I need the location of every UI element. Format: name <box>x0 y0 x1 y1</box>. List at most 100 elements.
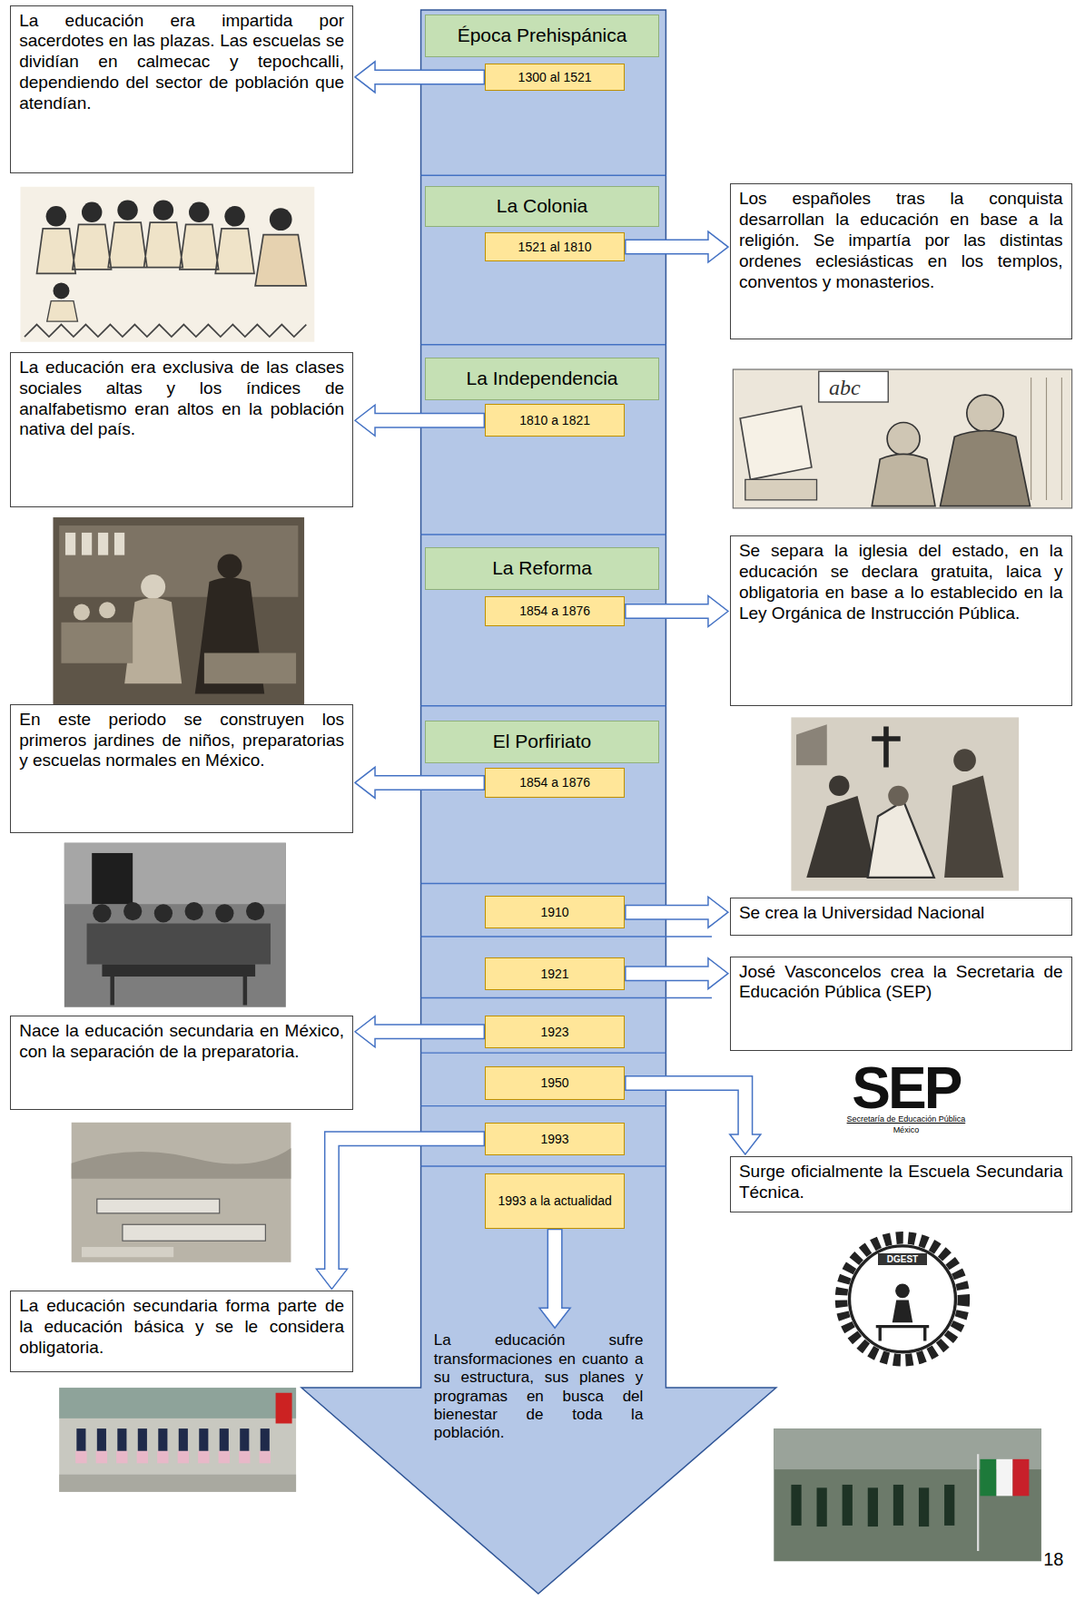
year-label: 1300 al 1521 <box>518 69 592 85</box>
period-title: La Independencia <box>466 367 619 390</box>
arrow-inner <box>626 967 711 981</box>
description-box: Nace la educación secundaria en México, … <box>9 1015 354 1112</box>
arrow-inner <box>548 1230 562 1311</box>
arrow-inner <box>626 906 711 919</box>
year-box: 1300 al 1521 <box>484 63 625 91</box>
year-box: 1993 <box>484 1123 625 1156</box>
year-label: 1910 <box>541 905 570 920</box>
independence-engraving <box>52 517 305 710</box>
description-box: En este periodo se construyen los primer… <box>9 704 354 834</box>
arrow-inner <box>373 776 484 789</box>
colonial-engraving <box>732 369 1072 509</box>
dgest-logo <box>841 1238 965 1362</box>
description-box: José Vasconcelos crea la Secretaria de E… <box>729 956 1073 1053</box>
year-box: 1810 a 1821 <box>484 404 625 437</box>
description-box: La educación era impartida por sacerdote… <box>9 5 354 175</box>
hollow-arrow <box>624 958 729 990</box>
description-text: Nace la educación secundaria en México, … <box>19 1021 345 1062</box>
arrow-inner <box>373 414 484 427</box>
description-box: Surge oficialmente la Escuela Secundaria… <box>729 1156 1073 1214</box>
description-text: La educación secundaria forma parte de l… <box>19 1296 345 1358</box>
description-box: La educación secundaria forma parte de l… <box>9 1291 354 1373</box>
arrow-head <box>708 958 729 990</box>
school-aerial-photo <box>71 1123 292 1263</box>
period-box: La Independencia <box>424 357 661 401</box>
porfiriato-photo <box>64 843 287 1008</box>
hollow-arrow <box>624 231 729 263</box>
description-text: Se crea la Universidad Nacional <box>739 903 985 923</box>
year-label: 1521 al 1810 <box>518 239 592 255</box>
year-label: 1854 a 1876 <box>519 603 591 619</box>
description-text: Se separa la iglesia del estado, en la e… <box>739 541 1064 622</box>
year-box: 1993 a la actualidad <box>484 1173 625 1230</box>
arrow-head <box>315 1269 347 1290</box>
logo-caption: México <box>811 1126 1001 1136</box>
hollow-arrow <box>539 1229 571 1330</box>
hollow-arrow <box>355 61 485 93</box>
arrow-head <box>539 1308 571 1329</box>
arrow-inner <box>331 1139 484 1273</box>
arrow-inner <box>626 605 711 619</box>
arrow-shape <box>301 9 777 1595</box>
arrow-text: La educación sufre transformaciones en c… <box>433 1331 644 1443</box>
hollow-arrow <box>355 404 485 436</box>
description-text: José Vasconcelos crea la Secretaria de E… <box>739 962 1064 1003</box>
hollow-arrow <box>355 1016 485 1048</box>
year-box: 1950 <box>484 1066 625 1101</box>
arrow-head <box>355 767 375 799</box>
codex-illustration <box>19 187 315 343</box>
year-label: 1923 <box>541 1025 570 1040</box>
year-box: 1854 a 1876 <box>484 768 625 799</box>
description-text: La educación era impartida por sacerdote… <box>19 10 345 113</box>
year-box: 1521 al 1810 <box>484 232 625 261</box>
logo-text: SEP <box>821 1064 991 1114</box>
period-title: La Reforma <box>492 557 592 580</box>
year-box: 1854 a 1876 <box>484 596 625 628</box>
year-label: 1993 a la actualidad <box>497 1193 612 1209</box>
period-divider <box>420 175 666 177</box>
period-divider <box>420 705 666 707</box>
period-divider <box>420 997 711 999</box>
arrow-inner <box>373 70 484 84</box>
flag-ceremony-photo <box>773 1429 1042 1562</box>
arrow-head <box>729 1134 761 1155</box>
hollow-arrow <box>624 897 729 928</box>
year-box: 1910 <box>484 896 625 929</box>
description-box: Se crea la Universidad Nacional <box>729 897 1073 937</box>
period-divider <box>420 936 711 937</box>
description-box: Los españoles tras la conquista desarrol… <box>729 183 1073 340</box>
period-box: La Reforma <box>424 547 661 591</box>
period-divider <box>420 344 666 346</box>
year-label: 1921 <box>541 966 570 982</box>
students-photo <box>59 1388 296 1493</box>
period-divider <box>420 1053 666 1055</box>
arrow-inner <box>626 240 711 254</box>
period-divider <box>420 1105 666 1107</box>
arrow-head <box>355 404 375 436</box>
arrow-shaft <box>624 1084 746 1135</box>
arrow-head <box>708 596 729 628</box>
illustration-text: abc <box>828 375 880 401</box>
year-label: 1854 a 1876 <box>519 775 591 790</box>
description-box: La educación era exclusiva de las clases… <box>9 352 354 508</box>
period-title: Época Prehispánica <box>457 24 628 47</box>
arrow-inner <box>626 1084 746 1137</box>
hollow-arrow <box>624 596 729 628</box>
period-box: Época Prehispánica <box>424 14 661 58</box>
year-label: 1993 <box>541 1132 570 1147</box>
description-text: En este periodo se construyen los primer… <box>19 710 345 771</box>
arrow-inner <box>373 1025 484 1039</box>
hollow-arrow <box>315 1139 485 1291</box>
period-divider <box>420 883 666 885</box>
description-text: La educación era exclusiva de las clases… <box>19 357 345 439</box>
reform-engraving <box>790 717 1019 891</box>
description-text: Surge oficialmente la Escuela Secundaria… <box>739 1162 1064 1203</box>
description-text: Los españoles tras la conquista desarrol… <box>739 188 1064 291</box>
period-box: El Porfiriato <box>424 720 661 764</box>
period-title: La Colonia <box>496 195 588 217</box>
hollow-arrow <box>624 1084 761 1155</box>
arrow-shaft <box>331 1139 485 1271</box>
year-box: 1923 <box>484 1015 625 1049</box>
period-title: El Porfiriato <box>493 730 592 753</box>
hollow-arrow <box>355 767 485 799</box>
